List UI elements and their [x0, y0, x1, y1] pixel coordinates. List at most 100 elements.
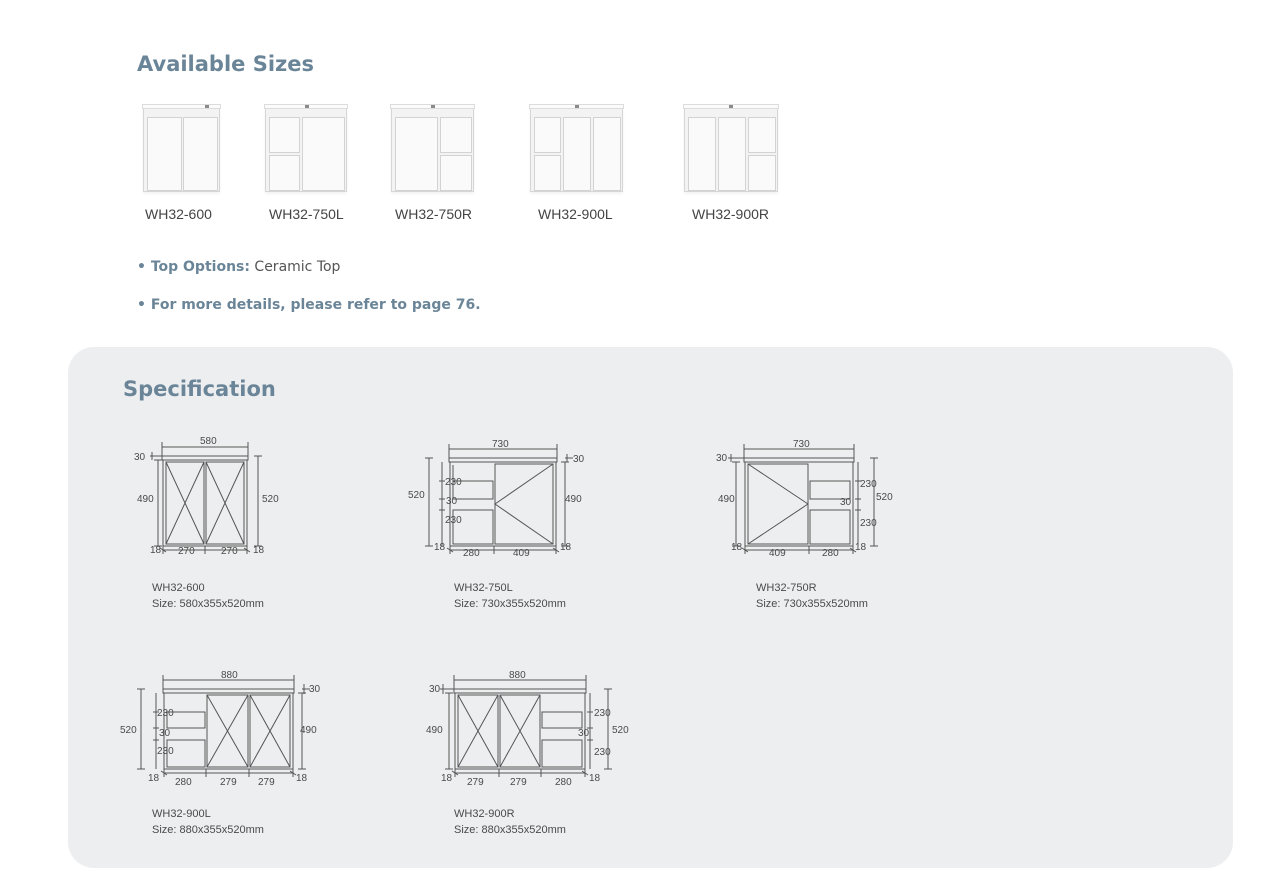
- dim-drawer-width: 280: [175, 777, 192, 788]
- drawing-wh32-750r: 730 30 490 230 30 520 230 18 409 280 18: [712, 435, 897, 563]
- cabinet-image: [391, 108, 474, 192]
- dim-edge-left: 18: [731, 542, 743, 553]
- dim-depth: 30: [573, 454, 585, 465]
- dim-depth: 30: [134, 452, 146, 463]
- top-options-value: Ceramic Top: [254, 259, 341, 275]
- thumbnail-wh32-900r[interactable]: [683, 104, 779, 194]
- cabinet-drawer: [269, 117, 300, 153]
- drawing-caption: WH32-750R Size: 730x355x520mm: [756, 580, 868, 612]
- drawing-caption: WH32-900L Size: 880x355x520mm: [152, 806, 264, 838]
- dim-edge-left: 18: [441, 773, 453, 784]
- model-name: WH32-750L: [454, 582, 513, 594]
- cabinet-door: [183, 117, 218, 191]
- dim-width: 880: [221, 670, 238, 681]
- dim-width: 730: [492, 439, 509, 450]
- cabinet-drawer: [534, 117, 561, 153]
- dim-edge-left: 18: [434, 542, 446, 553]
- drawing-caption: WH32-750L Size: 730x355x520mm: [454, 580, 566, 612]
- tap-hole: [205, 105, 209, 108]
- dim-total: 520: [120, 725, 137, 736]
- dim-door-b: 279: [258, 777, 275, 788]
- more-details-text: For more details, please refer to page 7…: [150, 297, 481, 313]
- dim-edge-right: 18: [589, 773, 601, 784]
- cabinet-door: [147, 117, 182, 191]
- drawing-wh32-750l: 730 30 520 230 30 230 490 18 280 409 18: [405, 435, 590, 563]
- dim-body: 490: [718, 494, 735, 505]
- dim-body: 490: [426, 725, 443, 736]
- model-name: WH32-900L: [152, 808, 211, 820]
- drawing-caption: WH32-600 Size: 580x355x520mm: [152, 580, 264, 612]
- cabinet-drawer: [748, 155, 776, 191]
- cabinet-door: [593, 117, 621, 191]
- dim-drawer-top: 230: [157, 708, 174, 719]
- model-size: Size: 730x355x520mm: [756, 598, 868, 610]
- dim-drawer-bottom: 230: [860, 518, 877, 529]
- thumbnail-label: WH32-750R: [395, 206, 473, 222]
- dim-gap: 30: [840, 497, 852, 508]
- top-options-label: Top Options:: [150, 259, 250, 275]
- cabinet-image: [265, 108, 347, 192]
- cabinet-image: [143, 108, 220, 192]
- dim-depth: 30: [716, 453, 728, 464]
- thumbnail-wh32-750r[interactable]: [390, 104, 475, 194]
- dim-edge-left: 18: [150, 545, 162, 556]
- dim-body: 490: [137, 494, 154, 505]
- dim-width: 730: [793, 439, 810, 450]
- dim-drawer-bottom: 230: [594, 747, 611, 758]
- cabinet-drawer: [269, 155, 300, 191]
- dim-edge-right: 18: [253, 545, 265, 556]
- thumbnail-wh32-750l[interactable]: [264, 104, 348, 194]
- dim-edge-left: 18: [148, 773, 160, 784]
- specification-heading: Specification: [123, 377, 276, 401]
- tap-hole: [305, 105, 309, 108]
- cabinet-door: [302, 117, 345, 191]
- available-sizes-heading: Available Sizes: [137, 52, 315, 76]
- model-name: WH32-900R: [454, 808, 515, 820]
- cabinet-drawer: [748, 117, 776, 153]
- thumbnail-wh32-900l[interactable]: [529, 104, 624, 194]
- cabinet-drawer: [440, 117, 472, 153]
- dim-drawer-top: 230: [860, 479, 877, 490]
- drawing-wh32-900l: 880 30 520 230 30 230 490 18 280 279 279…: [118, 666, 333, 794]
- dim-total: 520: [876, 492, 893, 503]
- dim-total: 520: [262, 494, 279, 505]
- dim-edge-right: 18: [560, 542, 572, 553]
- cabinet-drawer: [534, 155, 561, 191]
- dim-body: 490: [300, 725, 317, 736]
- cabinet-image: [684, 108, 778, 192]
- more-details-bullet[interactable]: • For more details, please refer to page…: [137, 297, 481, 313]
- thumbnail-wh32-600[interactable]: [142, 104, 221, 194]
- dim-door-width: 409: [769, 548, 786, 559]
- dim-drawer-width: 280: [555, 777, 572, 788]
- model-name: WH32-750R: [756, 582, 817, 594]
- cabinet-door: [718, 117, 746, 191]
- dim-door-left: 270: [178, 546, 195, 557]
- dim-door-a: 279: [220, 777, 237, 788]
- model-size: Size: 580x355x520mm: [152, 598, 264, 610]
- dim-width: 580: [200, 436, 217, 447]
- dim-width: 880: [509, 670, 526, 681]
- top-options-bullet: • Top Options: Ceramic Top: [137, 259, 341, 275]
- model-size: Size: 730x355x520mm: [454, 598, 566, 610]
- drawing-caption: WH32-900R Size: 880x355x520mm: [454, 806, 566, 838]
- model-size: Size: 880x355x520mm: [454, 824, 566, 836]
- model-name: WH32-600: [152, 582, 205, 594]
- dim-edge-right: 18: [296, 773, 308, 784]
- tap-hole: [575, 105, 579, 108]
- cabinet-top: [142, 104, 221, 109]
- dim-gap: 30: [159, 728, 171, 739]
- dim-gap: 30: [446, 496, 458, 507]
- model-size: Size: 880x355x520mm: [152, 824, 264, 836]
- thumbnail-label: WH32-900L: [538, 206, 613, 222]
- dim-door-right: 270: [221, 546, 238, 557]
- dim-drawer-top: 230: [594, 708, 611, 719]
- thumbnail-label: WH32-900R: [692, 206, 770, 222]
- dim-drawer-bottom: 230: [445, 515, 462, 526]
- dim-depth: 30: [429, 684, 441, 695]
- dim-door-b: 279: [510, 777, 527, 788]
- dim-drawer-width: 280: [822, 548, 839, 559]
- dim-door-width: 409: [513, 548, 530, 559]
- dim-drawer-top: 230: [445, 477, 462, 488]
- drawing-wh32-900r: 880 30 490 230 30 520 230 18 279 279 280…: [424, 666, 639, 794]
- dim-total: 520: [408, 490, 425, 501]
